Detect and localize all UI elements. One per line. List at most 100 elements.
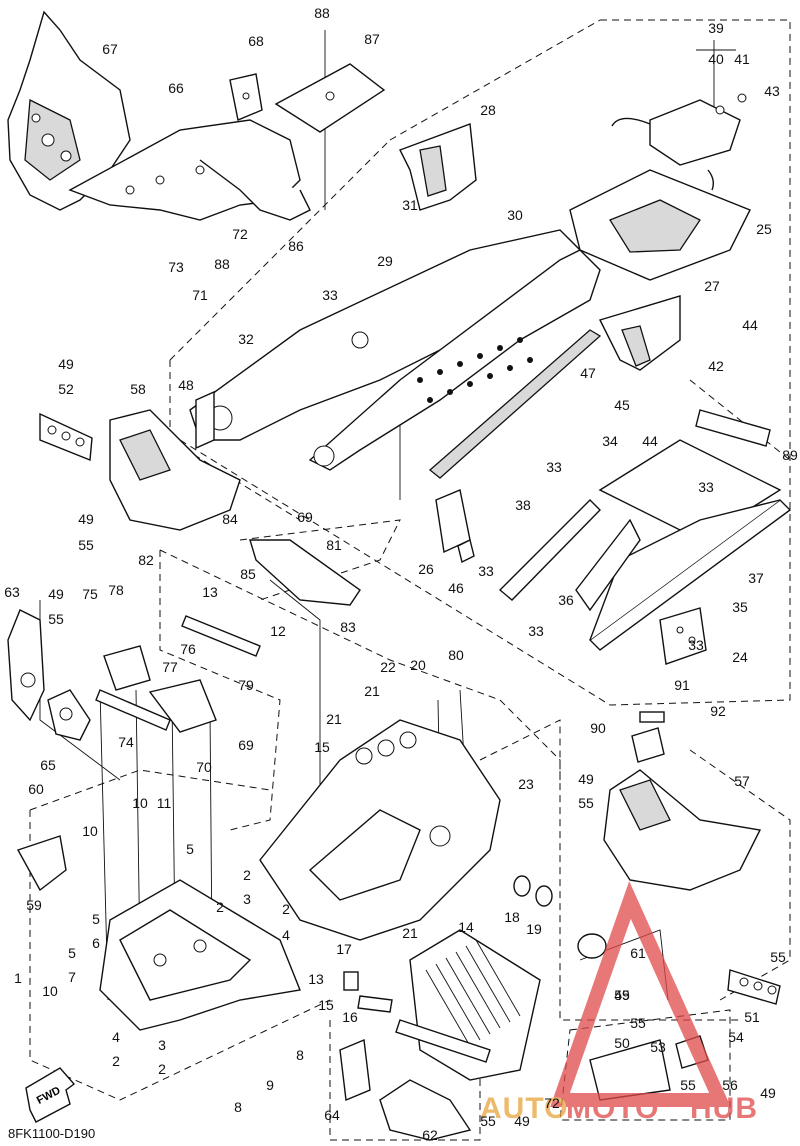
part-19-ring (535, 885, 553, 907)
callout-87: 87 (364, 31, 380, 47)
callout-19: 19 (526, 921, 542, 937)
callout-5: 5 (68, 945, 76, 961)
callout-32: 32 (238, 331, 254, 347)
part-15-hose (357, 995, 393, 1013)
callout-38: 38 (515, 497, 531, 513)
callout-29: 29 (377, 253, 393, 269)
callout-18: 18 (504, 909, 520, 925)
part-25-tray (569, 169, 751, 281)
watermark-text-moto: MOTO (566, 1092, 659, 1125)
callout-75: 75 (82, 586, 98, 602)
callout-21: 21 (364, 683, 380, 699)
part-90-bracket (631, 727, 665, 763)
callout-12: 12 (270, 623, 286, 639)
callout-25: 25 (756, 221, 772, 237)
part-51-clamp (727, 969, 781, 1005)
callout-14: 14 (458, 919, 474, 935)
part-27-bracket (599, 295, 681, 371)
callout-59: 59 (26, 897, 42, 913)
part-76-bracket (148, 679, 217, 733)
callout-55: 55 (78, 537, 94, 553)
callout-9: 9 (266, 1077, 274, 1093)
part-35-bracket (659, 607, 707, 665)
callout-56: 56 (722, 1077, 738, 1093)
callout-46: 46 (448, 580, 464, 596)
callout-40: 40 (708, 51, 724, 67)
callout-55: 55 (680, 1077, 696, 1093)
callout-41: 41 (734, 51, 750, 67)
callout-73: 73 (168, 259, 184, 275)
callout-33: 33 (528, 623, 544, 639)
callout-69: 69 (297, 509, 313, 525)
callout-79: 79 (238, 677, 254, 693)
callout-30: 30 (507, 207, 523, 223)
callout-2: 2 (216, 899, 224, 915)
watermark-logo: AUTO MOTO HUB (480, 881, 757, 1125)
callout-72: 72 (544, 1095, 560, 1111)
part-68-small-bracket (229, 73, 263, 121)
callout-13: 13 (202, 584, 218, 600)
part-83-tray (249, 539, 361, 606)
callout-49: 49 (614, 987, 630, 1003)
callout-37: 37 (748, 570, 764, 586)
callout-49: 49 (58, 356, 74, 372)
callout-7: 7 (68, 969, 76, 985)
callout-55: 55 (48, 611, 64, 627)
callout-82: 82 (138, 552, 154, 568)
callout-61: 61 (630, 945, 646, 961)
part-63-guard (7, 609, 45, 722)
callout-3: 3 (243, 891, 251, 907)
callout-33: 33 (478, 563, 494, 579)
callout-10: 10 (132, 795, 148, 811)
callout-33: 33 (698, 479, 714, 495)
callout-53: 53 (650, 1039, 666, 1055)
callout-1: 1 (14, 970, 22, 986)
callout-55: 55 (614, 987, 630, 1003)
callout-60: 60 (28, 781, 44, 797)
callout-10: 10 (42, 983, 58, 999)
callout-22: 22 (380, 659, 396, 675)
callout-55: 55 (480, 1113, 496, 1129)
part-47-rail (428, 329, 602, 479)
part-59-bracket (16, 835, 67, 892)
callout-15: 15 (314, 739, 330, 755)
part-64-cover (339, 1038, 371, 1102)
part-74-bar (95, 689, 171, 731)
callout-66: 66 (168, 80, 184, 96)
callout-89: 89 (782, 447, 798, 463)
callout-67: 67 (102, 41, 118, 57)
callout-6: 6 (92, 935, 100, 951)
callout-49: 49 (760, 1085, 776, 1101)
callout-31: 31 (402, 197, 418, 213)
callout-68: 68 (248, 33, 264, 49)
radiator-fins (425, 939, 521, 1047)
callout-21: 21 (402, 925, 418, 941)
callout-43: 43 (764, 83, 780, 99)
callout-71: 71 (192, 287, 208, 303)
callout-51: 51 (744, 1009, 760, 1025)
part-61-cap (577, 933, 607, 959)
callout-52: 52 (58, 381, 74, 397)
callout-54: 54 (728, 1029, 744, 1045)
callout-39: 39 (708, 20, 724, 36)
callout-49: 49 (578, 771, 594, 787)
callout-24: 24 (732, 649, 748, 665)
part-52-clamp (39, 412, 93, 461)
callout-49: 49 (78, 511, 94, 527)
callout-2: 2 (112, 1053, 120, 1069)
callout-86: 86 (288, 238, 304, 254)
part-62-duct (379, 1079, 472, 1141)
callout-11: 11 (157, 795, 172, 811)
part-17-collar (343, 971, 359, 991)
watermark-text-auto: AUTO (480, 1092, 568, 1125)
callout-2: 2 (158, 1061, 166, 1077)
part-66-upper-frame-tube (68, 119, 311, 221)
callout-35: 35 (732, 599, 748, 615)
callout-70: 70 (196, 759, 212, 775)
callout-16: 16 (342, 1009, 358, 1025)
callout-17: 17 (336, 941, 352, 957)
part-91-plug (639, 711, 665, 723)
callout-10: 10 (82, 823, 98, 839)
callout-34: 34 (602, 433, 618, 449)
